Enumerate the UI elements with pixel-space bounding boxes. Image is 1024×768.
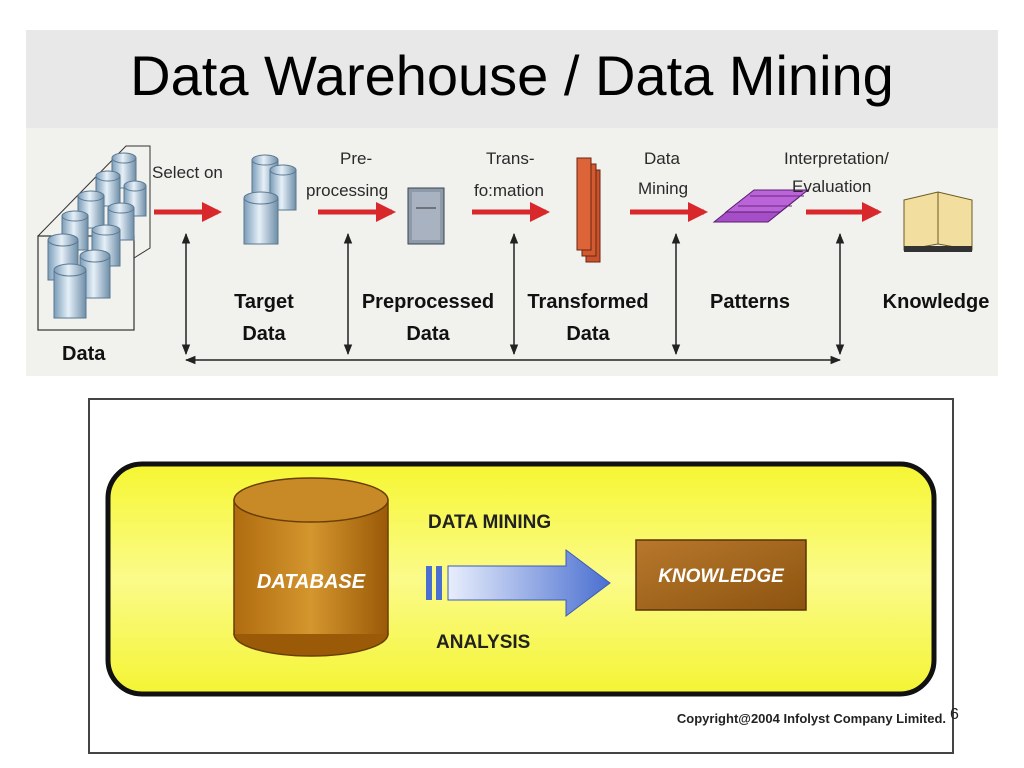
patterns-icon (712, 189, 810, 223)
step-label-preprocessing-1: Pre- (340, 149, 372, 168)
data-mining-figure: DATABASE DATA MINING ANALYSIS KNOWLEDGE … (88, 398, 954, 754)
copyright-text: Copyright@2004 Infolyst Company Limited. (677, 711, 946, 726)
kdd-process-diagram: Data (26, 128, 998, 376)
data-mining-arrow-icon (426, 549, 611, 617)
step-label-data-mining-1: Data (644, 149, 680, 168)
stage-label-target-2: Data (242, 323, 286, 345)
preprocessed-data-icon (407, 187, 445, 245)
step-label-interpretation-2: Evaluation (792, 177, 871, 196)
data-source-label: Data (62, 343, 106, 365)
page-title: Data Warehouse / Data Mining (130, 44, 894, 107)
database-label: DATABASE (257, 571, 366, 593)
stage-label-preprocessed-2: Data (406, 323, 450, 345)
knowledge-label: KNOWLEDGE (658, 566, 785, 587)
stage-label-preprocessed-1: Preprocessed (362, 291, 494, 313)
target-data-icon (243, 154, 297, 245)
stage-label-transformed-1: Transformed (527, 291, 648, 313)
database-cylinder-icon (233, 477, 389, 657)
kdd-diagram-svg: Data (37, 145, 990, 365)
stage-label-transformed-2: Data (566, 323, 610, 345)
step-label-transformation-1: Trans- (486, 149, 535, 168)
data-mining-svg: DATABASE DATA MINING ANALYSIS KNOWLEDGE … (105, 461, 946, 726)
stage-label-target-1: Target (234, 291, 294, 313)
stage-label-knowledge: Knowledge (883, 291, 990, 313)
step-label-interpretation-1: Interpretation/ (784, 149, 889, 168)
feedback-arrows (181, 232, 845, 356)
knowledge-box (635, 539, 807, 611)
step-label-transformation-2: fo:mation (474, 181, 544, 200)
step-label-selection: Select on (152, 163, 223, 182)
data-source-icon (37, 145, 151, 331)
page-number: 6 (950, 706, 959, 723)
title-bar: Data Warehouse / Data Mining (26, 30, 998, 128)
arrow-top-label: DATA MINING (428, 512, 551, 533)
transformed-data-icon (576, 157, 601, 263)
step-label-data-mining-2: Mining (638, 179, 688, 198)
step-label-preprocessing-2: processing (306, 181, 388, 200)
arrow-bottom-label: ANALYSIS (436, 632, 530, 653)
stage-label-patterns: Patterns (710, 291, 790, 313)
knowledge-book-icon (903, 191, 973, 252)
